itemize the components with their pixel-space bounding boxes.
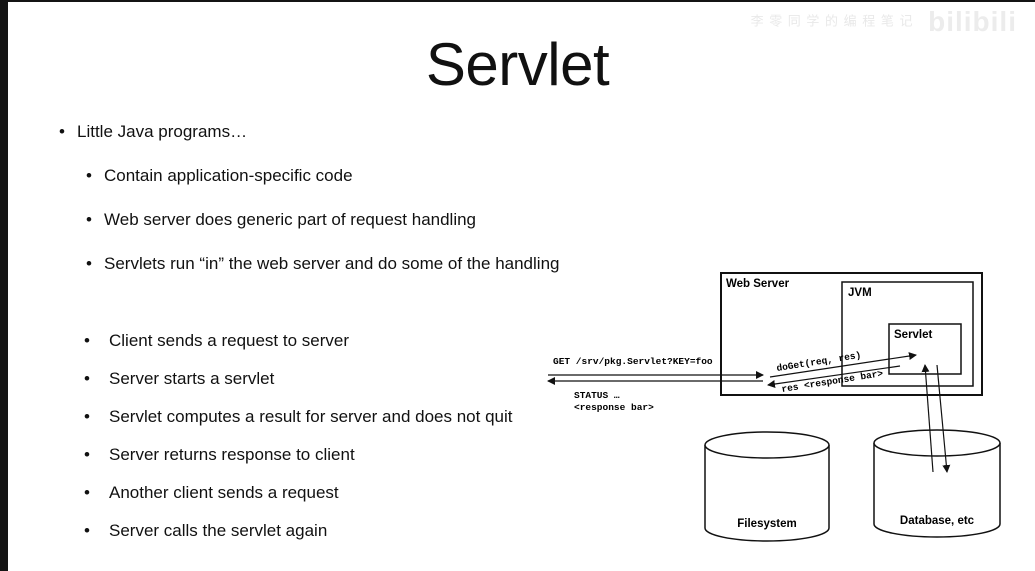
- bullet-dot: •: [84, 369, 90, 388]
- jvm-box: [841, 281, 974, 387]
- watermark-text: 李 零 同 学 的 编 程 笔 记: [750, 13, 914, 29]
- doget-label: doGet(req, res): [776, 350, 862, 374]
- bullet-text: Little Java programs…: [77, 122, 248, 141]
- step-bullet: • Server calls the servlet again: [84, 521, 328, 541]
- bullet-text: Web server does generic part of request …: [104, 210, 477, 229]
- status-label: STATUS …: [574, 390, 620, 401]
- res-response-label: res <response bar>: [781, 368, 884, 395]
- bullet-text: Servlet computes a result for server and…: [109, 407, 513, 426]
- database-label: Database, etc: [900, 515, 975, 527]
- bullet-dot: •: [86, 166, 92, 185]
- request-label: GET /srv/pkg.Servlet?KEY=foo: [553, 356, 713, 367]
- bullet-dot: •: [84, 445, 90, 464]
- bilibili-logo: bilibili: [928, 6, 1017, 37]
- step-bullet: • Servlet computes a result for server a…: [84, 407, 513, 427]
- step-bullet: • Server returns response to client: [84, 445, 355, 465]
- step-bullet: • Client sends a request to server: [84, 331, 350, 351]
- filesystem-label: Filesystem: [737, 518, 796, 530]
- filesystem-cylinder: [704, 431, 830, 542]
- bullet-level2: • Web server does generic part of reques…: [86, 210, 477, 230]
- jvm-label: JVM: [848, 287, 872, 299]
- bullet-text: Servlets run “in” the web server and do …: [104, 254, 560, 273]
- bullet-text: Server returns response to client: [109, 445, 355, 464]
- slide-title: Servlet: [425, 31, 610, 98]
- bullet-dot: •: [84, 483, 90, 502]
- step-bullet: • Server starts a servlet: [84, 369, 275, 389]
- database-cylinder: [873, 429, 1001, 538]
- bullet-text: Server calls the servlet again: [109, 521, 328, 540]
- servlet-box: [888, 323, 962, 375]
- bullet-text: Server starts a servlet: [109, 369, 275, 388]
- bullet-dot: •: [86, 254, 92, 273]
- slide-top-edge: [0, 0, 1035, 2]
- bullet-level2: • Servlets run “in” the web server and d…: [86, 254, 560, 274]
- bullet-dot: •: [59, 122, 65, 141]
- bullet-level2: • Contain application-specific code: [86, 166, 353, 186]
- bullet-text: Client sends a request to server: [109, 331, 350, 350]
- step-bullet: • Another client sends a request: [84, 483, 339, 503]
- doget-arrow: [769, 352, 917, 378]
- web-server-label: Web Server: [726, 278, 790, 290]
- watermark: 李 零 同 学 的 编 程 笔 记 bilibili: [751, 6, 1017, 38]
- db-to-servlet-arrow: [921, 364, 934, 473]
- bullet-dot: •: [84, 331, 90, 350]
- servlet-label: Servlet: [894, 329, 933, 341]
- bullet-dot: •: [84, 521, 90, 540]
- res-arrow: [767, 365, 901, 388]
- servlet-to-db-arrow: [936, 364, 951, 473]
- bullet-text: Another client sends a request: [109, 483, 339, 502]
- web-server-box: [720, 272, 983, 396]
- bullet-level1: • Little Java programs…: [59, 122, 248, 142]
- slide-left-edge: [0, 0, 8, 571]
- bullet-dot: •: [86, 210, 92, 229]
- bullet-text: Contain application-specific code: [104, 166, 353, 185]
- response-body-label: <response bar>: [574, 402, 654, 413]
- bullet-dot: •: [84, 407, 90, 426]
